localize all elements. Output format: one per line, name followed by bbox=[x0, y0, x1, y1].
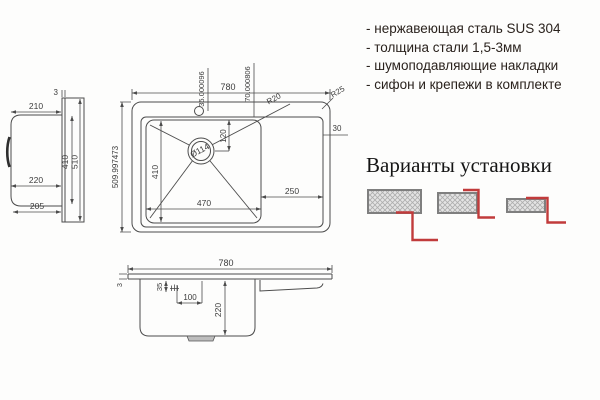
bowl-dims bbox=[145, 120, 324, 223]
front-width-dim bbox=[127, 265, 333, 273]
top-dim-rim-offset: 30 bbox=[333, 124, 342, 133]
sink-edge-profile bbox=[526, 196, 566, 224]
top-dim-faucet-b: 70.000806 bbox=[243, 66, 252, 101]
top-view-bowl-edge bbox=[145, 119, 262, 224]
top-dim-wing-width: 250 bbox=[285, 186, 299, 196]
sink-edge-profile bbox=[396, 211, 438, 242]
front-view-drain-fitting bbox=[186, 335, 216, 342]
top-dim-bowl-depth: 410 bbox=[150, 165, 160, 179]
install-option-undermount bbox=[367, 189, 438, 242]
front-dim-clip-offset: 35 bbox=[155, 283, 164, 291]
front-dim-overall-width: 780 bbox=[218, 258, 233, 268]
feature-item: - сифон и крепежи в комплекте bbox=[366, 76, 562, 92]
top-view-faucet-ref-lines bbox=[207, 63, 255, 117]
sink-edge-profile bbox=[463, 188, 495, 219]
front-view-drawing: 780 3 35 100 2 bbox=[117, 258, 333, 342]
feature-item: - шумоподавляющие накладки bbox=[366, 58, 559, 73]
installation-title: Варианты установки bbox=[366, 153, 552, 177]
front-dim-bowl-depth: 220 bbox=[213, 303, 223, 317]
side-dim-mid-depth: 220 bbox=[29, 175, 43, 185]
top-dim-radius-outer: R25 bbox=[329, 84, 347, 100]
top-view-rim-inner-edge bbox=[140, 116, 324, 228]
top-view-drawing: Ø114 35.000096 70.000806 780 509.997473 bbox=[111, 63, 348, 233]
side-view-drawing: 3 410 510 210 220 205 bbox=[5, 88, 85, 223]
top-dim-faucet-a: 35.000096 bbox=[197, 71, 206, 106]
feature-item: - толщина стали 1,5-3мм bbox=[366, 39, 522, 55]
side-dim-bottom-depth: 205 bbox=[30, 201, 44, 211]
top-view-outer-edge bbox=[131, 101, 331, 233]
top-dim-bowl-width: 470 bbox=[197, 198, 211, 208]
radius-outer-leader bbox=[321, 97, 334, 110]
installation-diagrams bbox=[367, 188, 566, 242]
top-view-drain-inner bbox=[191, 141, 211, 161]
front-view-drainboard bbox=[259, 280, 324, 292]
install-option-flushmount bbox=[437, 188, 495, 219]
top-view-faucet-hole bbox=[194, 106, 204, 116]
side-dim-top-depth: 210 bbox=[29, 101, 43, 111]
drain-offset-dim bbox=[215, 119, 231, 152]
side-view-dim-lines bbox=[10, 98, 82, 222]
side-dim-rim-thickness: 3 bbox=[54, 88, 59, 97]
top-dim-drain-offset: 120 bbox=[219, 129, 228, 143]
countertop-section bbox=[437, 192, 478, 214]
top-view-depth-dim bbox=[120, 101, 131, 233]
top-view-bowl-diagonals bbox=[149, 103, 291, 219]
side-view-bowl-outline bbox=[10, 114, 62, 207]
top-dim-overall-depth: 509.997473 bbox=[111, 145, 120, 188]
faucet-spacing-dim bbox=[176, 281, 203, 305]
install-option-overmount bbox=[506, 196, 566, 224]
side-dim-overall-span: 510 bbox=[70, 155, 80, 169]
front-dim-rim-thickness: 3 bbox=[117, 283, 124, 287]
countertop-section bbox=[367, 189, 422, 214]
side-view-drain-curve bbox=[5, 136, 11, 168]
features-list: - нержавеющая сталь SUS 304 - толщина ст… bbox=[366, 20, 591, 94]
front-view-rim bbox=[127, 273, 333, 280]
mounting-clip-icon bbox=[170, 284, 179, 291]
side-view-rim-outline bbox=[61, 97, 85, 223]
feature-item: - нержавеющая сталь SUS 304 bbox=[366, 21, 561, 36]
side-dim-bowl-span: 410 bbox=[60, 155, 70, 169]
front-dim-faucet-spacing: 100 bbox=[183, 293, 197, 302]
countertop-section bbox=[506, 198, 546, 213]
top-dim-overall-width: 780 bbox=[220, 82, 235, 92]
top-view-width-dim bbox=[131, 89, 331, 100]
